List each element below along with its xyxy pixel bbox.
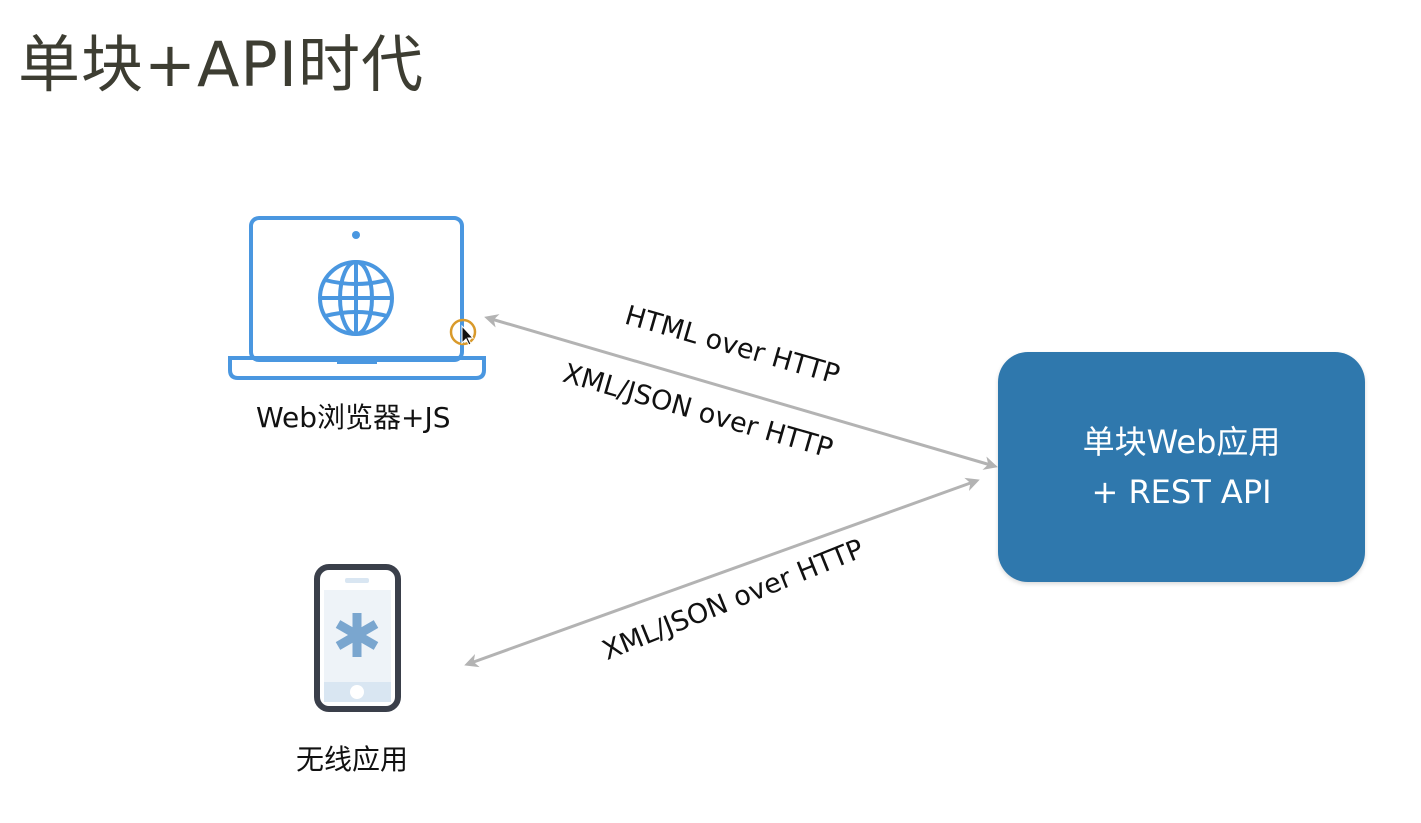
laptop-globe-icon — [228, 216, 486, 380]
mobile-app-label: 无线应用 — [296, 743, 409, 776]
asterisk-icon — [335, 613, 379, 657]
server-label-line1: 单块Web应用 — [1082, 423, 1281, 461]
browser-label: Web浏览器+JS — [256, 401, 451, 434]
server-label-line2: + REST API — [1091, 473, 1272, 511]
page-title: 单块+API时代 — [18, 28, 425, 101]
arrow-browser-server — [484, 314, 998, 470]
globe-icon — [318, 260, 394, 336]
server-node: 单块Web应用 + REST API — [998, 352, 1365, 582]
smartphone-asterisk-icon — [314, 564, 401, 712]
cursor-icon — [449, 318, 477, 346]
arrow-mobile-server — [464, 477, 980, 668]
